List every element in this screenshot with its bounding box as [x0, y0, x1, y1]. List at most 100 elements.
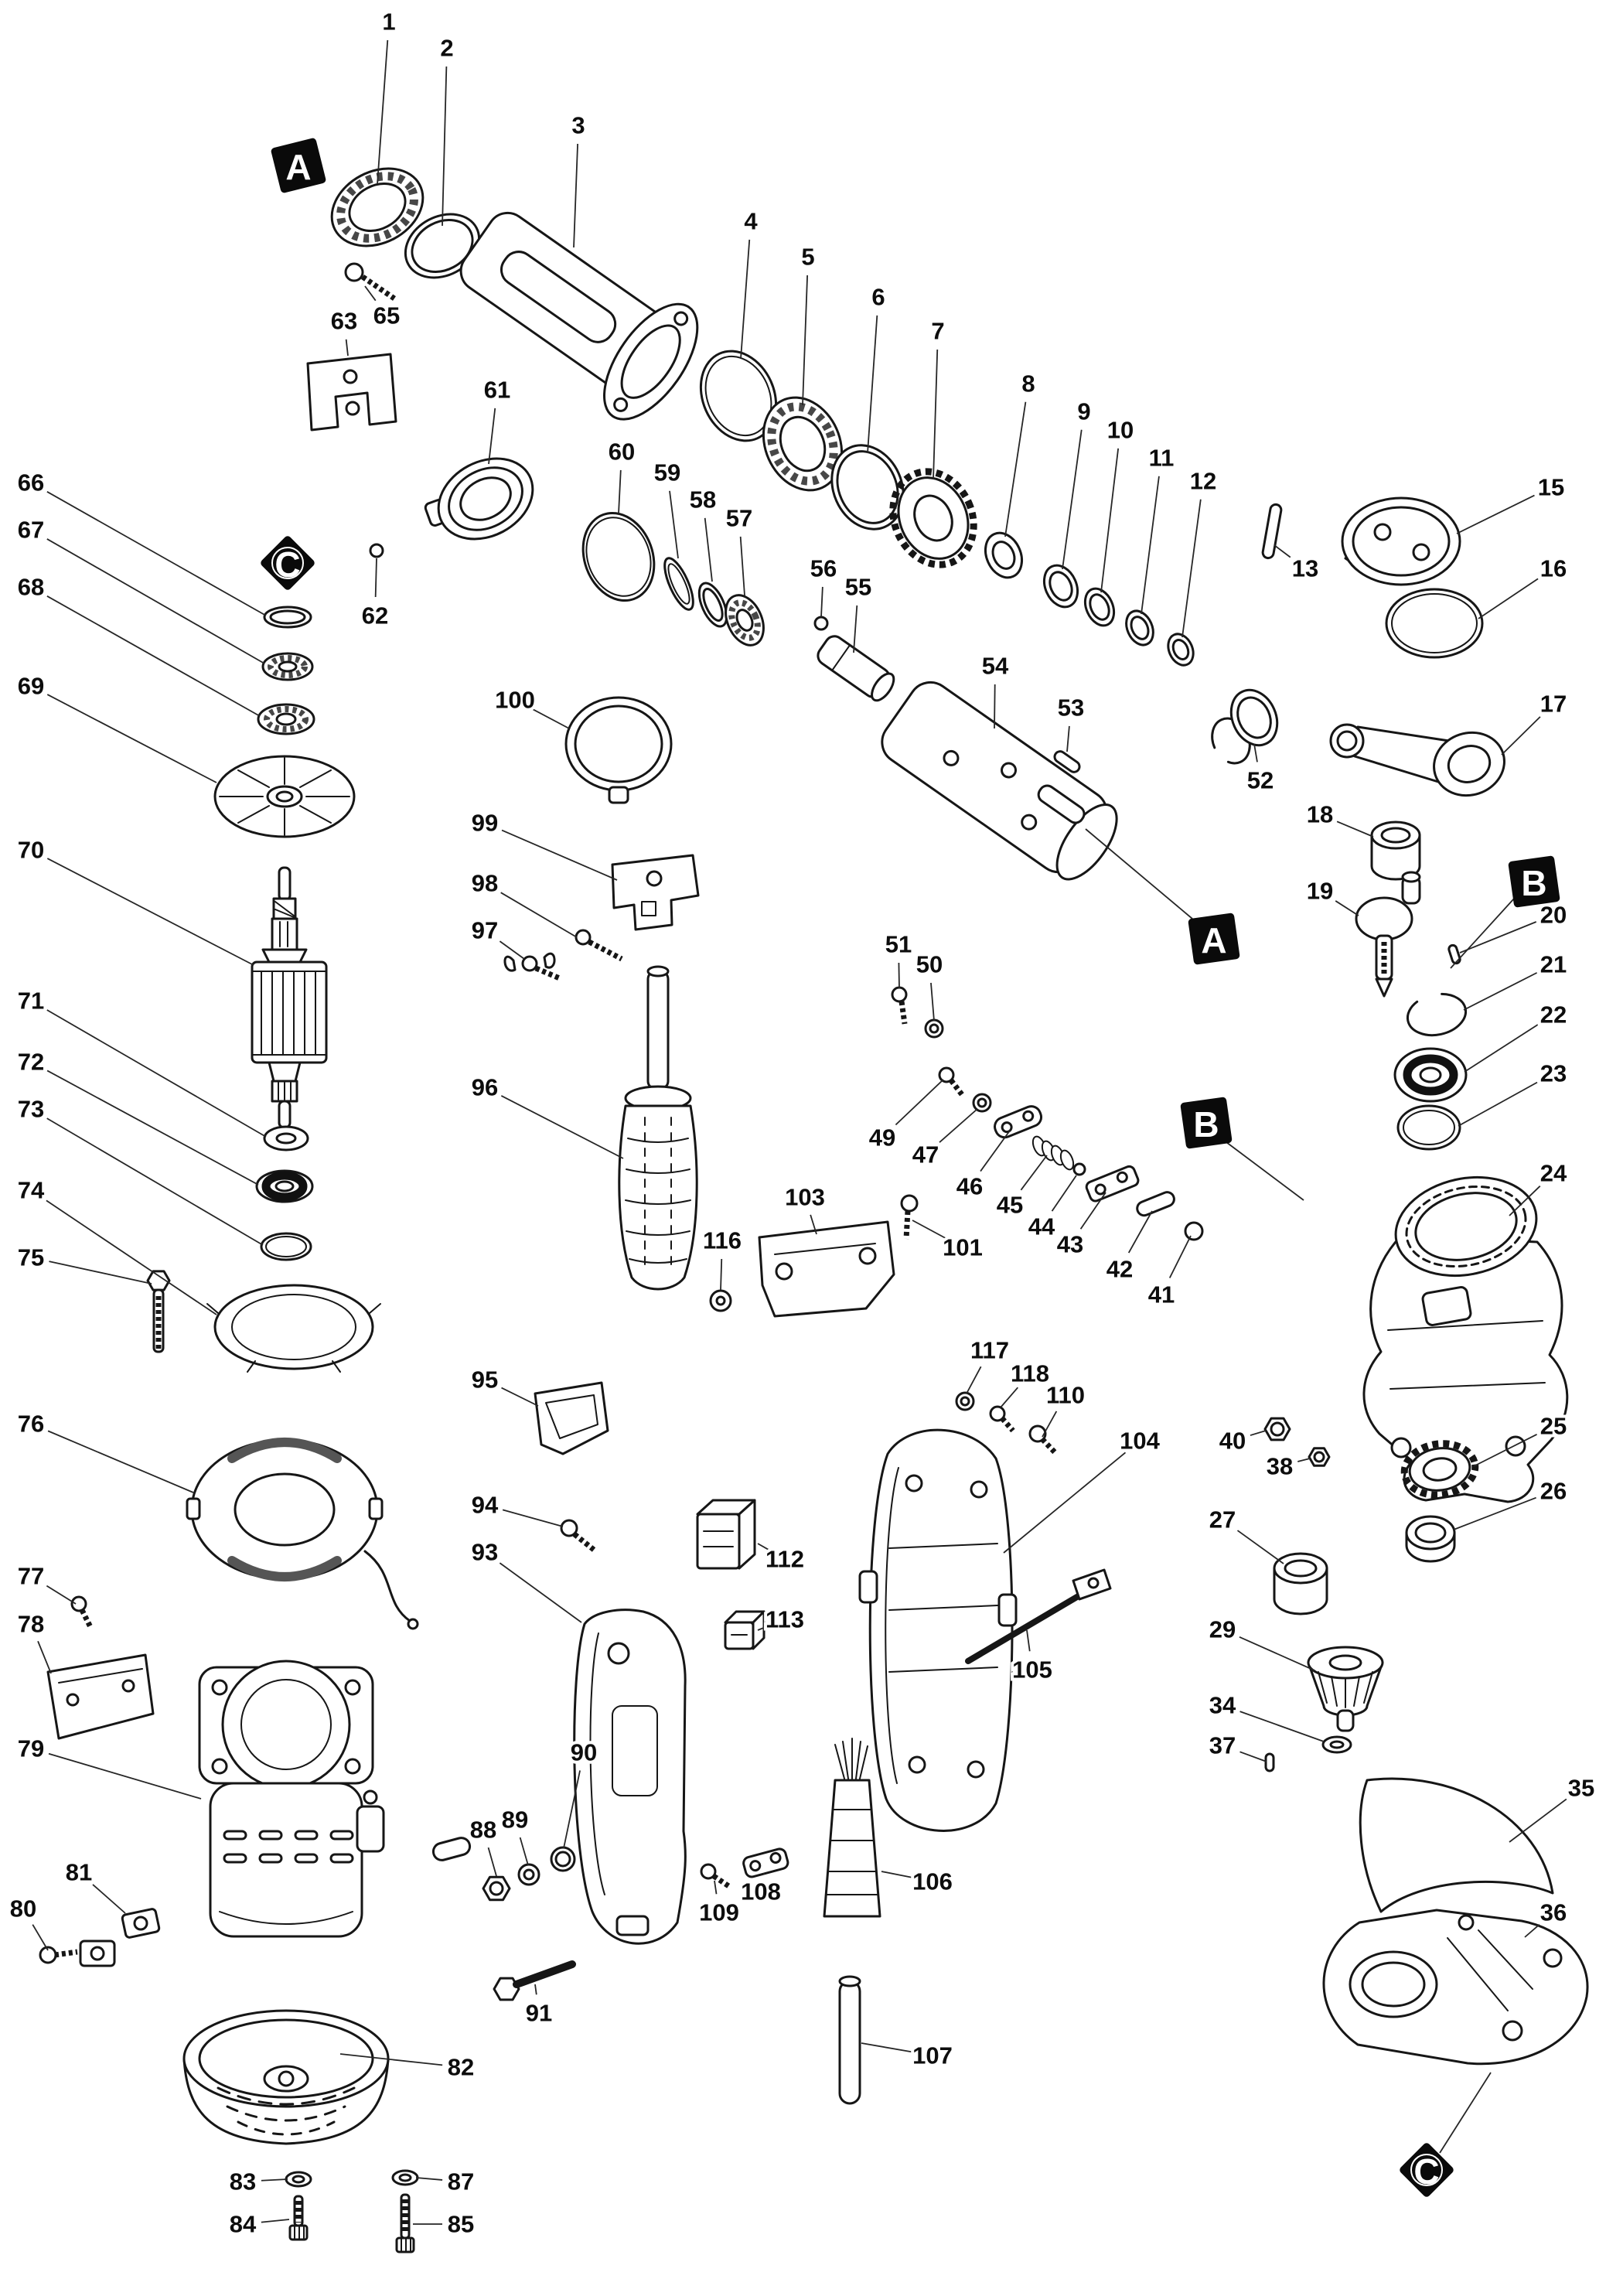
part-label-108: 108	[741, 1878, 781, 1905]
part-40-nut	[1263, 1417, 1291, 1441]
leader-line-54	[994, 684, 996, 729]
leader-line-25	[1473, 1434, 1537, 1467]
part-label-60: 60	[609, 438, 635, 466]
leader-line-15	[1456, 494, 1535, 534]
part-118-screw	[989, 1405, 1015, 1433]
part-label-12: 12	[1190, 468, 1216, 495]
part-13-pin	[1261, 503, 1283, 560]
part-59-wave-washer	[663, 557, 694, 611]
leader-line-77	[46, 1585, 77, 1605]
part-label-116: 116	[703, 1227, 742, 1254]
leader-line-37	[1239, 1751, 1267, 1762]
part-117-washer	[955, 1391, 975, 1411]
part-label-41: 41	[1148, 1281, 1175, 1308]
mount-pin	[431, 1837, 472, 1861]
leader-line-26	[1453, 1496, 1536, 1530]
leader-line-36	[1524, 1924, 1540, 1938]
part-73-ring	[260, 1232, 312, 1261]
part-82-end-cap	[182, 2009, 390, 2145]
part-79-motor-housing	[198, 1660, 385, 1938]
part-label-89: 89	[502, 1806, 528, 1834]
part-label-37: 37	[1209, 1732, 1236, 1759]
part-label-69: 69	[18, 673, 44, 700]
leader-line-20	[1459, 921, 1537, 954]
part-36-base-plate	[1322, 1909, 1589, 2066]
part-label-25: 25	[1540, 1413, 1567, 1440]
leader-line-109	[714, 1880, 718, 1895]
leader-line-70	[46, 858, 254, 966]
part-label-83: 83	[230, 2168, 256, 2195]
part-label-10: 10	[1107, 417, 1134, 444]
part-label-95: 95	[472, 1366, 498, 1394]
part-label-29: 29	[1209, 1616, 1236, 1643]
part-labels: 1234567891011121315161718192021222324252…	[7, 5, 1597, 2241]
leader-line-45	[1020, 1155, 1048, 1191]
part-1-needle-bearing	[330, 167, 425, 247]
part-label-19: 19	[1307, 878, 1333, 905]
square-marker-shape	[1180, 1097, 1233, 1149]
leader-line-106	[881, 1871, 915, 1879]
part-99-clamp-bracket	[611, 854, 700, 931]
part-label-79: 79	[18, 1735, 44, 1762]
leader-line-57	[739, 536, 745, 596]
leader-line-105	[1026, 1629, 1031, 1652]
square-marker-shape	[1508, 855, 1560, 908]
part-25-gear	[1400, 1440, 1479, 1499]
marker-letter: C	[274, 544, 300, 585]
leader-line-113	[757, 1626, 769, 1631]
part-94-screw	[560, 1519, 596, 1552]
part-90-washer	[550, 1846, 576, 1872]
part-56-ball	[813, 616, 829, 631]
leader-line-96	[500, 1095, 624, 1159]
view-marker-c-5: C	[1400, 2143, 1454, 2197]
part-77-screw	[70, 1595, 94, 1630]
part-87-washer	[391, 2169, 419, 2186]
part-20-pin	[1447, 943, 1461, 965]
leader-line-78	[37, 1640, 52, 1674]
part-98-screw	[575, 929, 623, 962]
leader-line-23	[1458, 1081, 1538, 1127]
leader-line-104	[1003, 1452, 1127, 1554]
part-label-71: 71	[18, 988, 44, 1015]
part-label-38: 38	[1267, 1453, 1293, 1480]
part-label-91: 91	[526, 2000, 552, 2027]
part-85-screw	[395, 2193, 415, 2253]
part-96-side-handle	[618, 965, 698, 1291]
part-46-plate	[994, 1105, 1043, 1139]
part-23-ring	[1396, 1104, 1461, 1151]
leader-line-27	[1236, 1530, 1284, 1564]
leader-line-44	[1051, 1175, 1077, 1212]
leader-line-60	[618, 469, 622, 514]
part-label-106: 106	[912, 1868, 953, 1895]
leader-line-82	[339, 2053, 443, 2066]
part-97-wing-bolt	[503, 952, 563, 982]
part-37-pin	[1264, 1752, 1275, 1772]
diamond-marker-shape	[1400, 2143, 1454, 2197]
part-label-16: 16	[1540, 555, 1567, 582]
part-label-90: 90	[571, 1739, 597, 1766]
part-43-plate	[1085, 1165, 1140, 1203]
part-label-58: 58	[690, 486, 716, 513]
part-55-striker	[817, 635, 895, 702]
part-label-113: 113	[765, 1606, 804, 1633]
leader-line-66	[46, 491, 267, 616]
part-label-118: 118	[1011, 1360, 1049, 1387]
view-marker-b-4: B	[1180, 1097, 1233, 1149]
leader-line-68	[46, 595, 261, 717]
part-label-87: 87	[448, 2168, 474, 2195]
part-26-bushing	[1405, 1515, 1456, 1563]
part-label-4: 4	[744, 208, 758, 235]
part-74-baffle-ring	[206, 1284, 381, 1373]
leader-line-75	[49, 1261, 152, 1284]
part-label-65: 65	[373, 302, 400, 329]
part-label-74: 74	[18, 1177, 45, 1204]
part-63-bracket	[306, 353, 397, 432]
leader-line-1	[377, 39, 389, 185]
part-52-ring-clip	[1211, 688, 1279, 765]
part-label-67: 67	[18, 517, 44, 544]
leader-line-56	[820, 586, 823, 618]
part-47-washer	[972, 1093, 992, 1113]
part-label-61: 61	[484, 377, 510, 404]
part-label-24: 24	[1540, 1160, 1567, 1187]
